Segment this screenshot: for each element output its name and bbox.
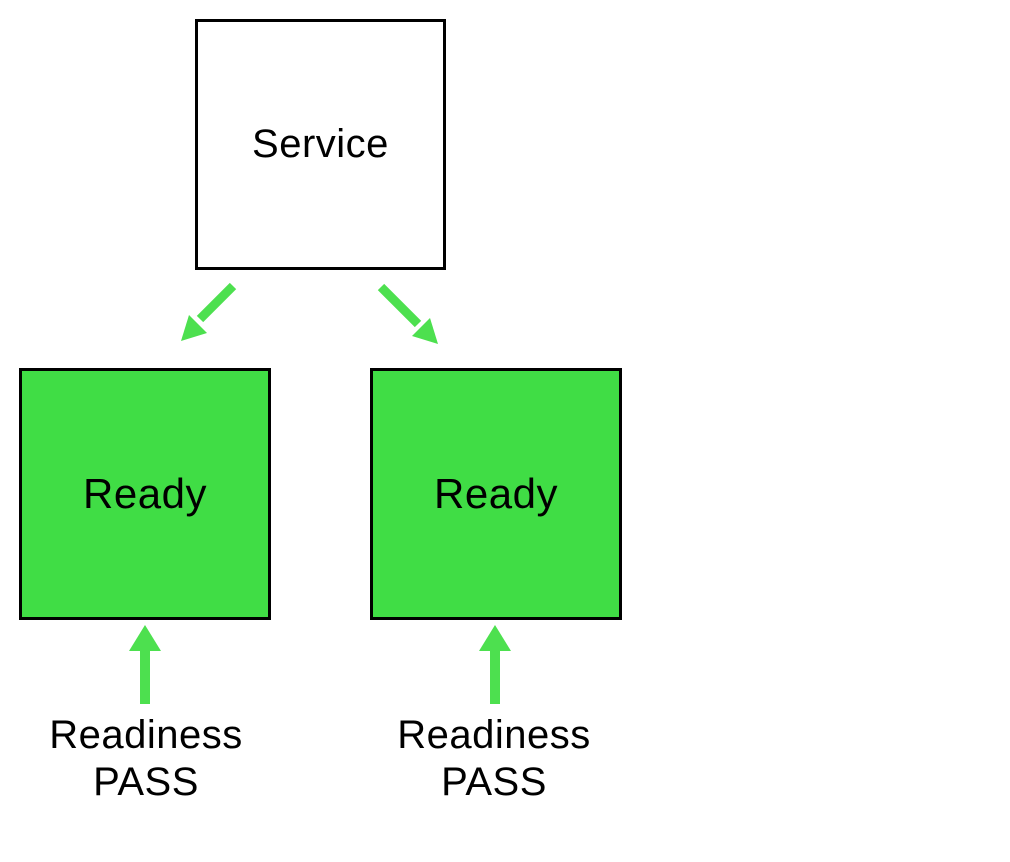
ready-node-right: Ready (370, 368, 622, 620)
arrow-service-to-ready-left (181, 282, 237, 341)
readiness-pass-label-right-line2: PASS (441, 760, 547, 804)
ready-node-left: Ready (19, 368, 271, 620)
service-node: Service (195, 19, 446, 270)
ready-node-right-label: Ready (434, 470, 558, 517)
readiness-pass-label-left: Readiness PASS (16, 712, 276, 806)
readiness-pass-label-right-line1: Readiness (397, 713, 591, 757)
readiness-pass-label-right: Readiness PASS (364, 712, 624, 806)
ready-node-left-label: Ready (83, 470, 207, 517)
readiness-pass-label-left-line2: PASS (93, 760, 199, 804)
arrow-service-to-ready-right (377, 283, 438, 344)
arrow-readiness-to-ready-left (129, 625, 161, 704)
arrow-readiness-to-ready-right (479, 625, 511, 704)
service-node-label: Service (252, 122, 389, 166)
readiness-pass-label-left-line1: Readiness (49, 713, 243, 757)
